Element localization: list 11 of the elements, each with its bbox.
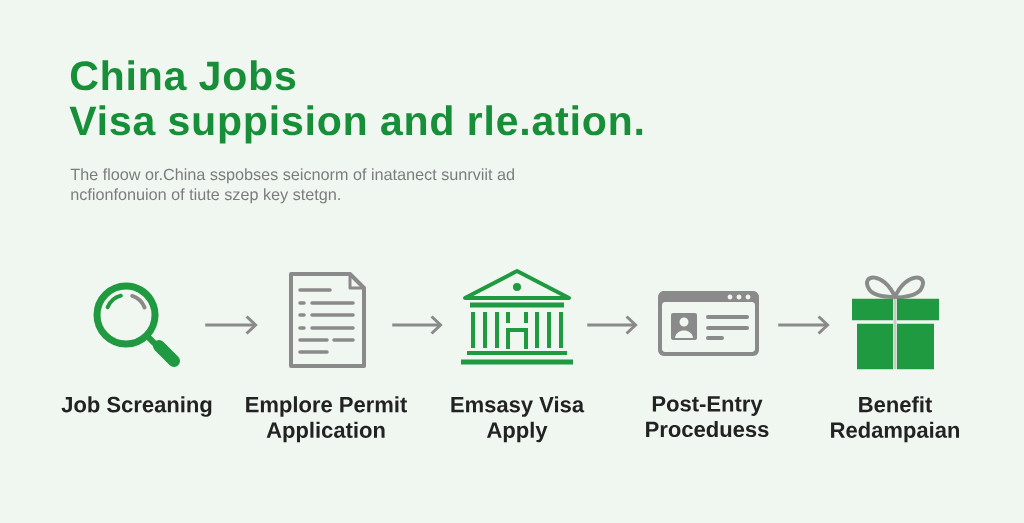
title: China Jobs Visa suppision and rle.ation. — [69, 60, 643, 144]
arrow — [205, 315, 258, 335]
step-label: Emplore Permit Application — [246, 396, 407, 443]
step-label: Emsasy Visa Apply — [451, 396, 585, 443]
step-label: Benefit Redampaian — [831, 396, 960, 443]
arrow — [778, 315, 830, 335]
arrow — [587, 315, 638, 335]
step-label: Job Screaning — [61, 396, 212, 417]
step-label: Post-Entry Proceduess — [646, 396, 769, 438]
subtitle-text: The floow or.China sspobses seicnorm of inatanect sunrviit ad ncfionfonuion of tiute szep key stetgn. — [70, 168, 514, 204]
arrow — [392, 315, 443, 335]
